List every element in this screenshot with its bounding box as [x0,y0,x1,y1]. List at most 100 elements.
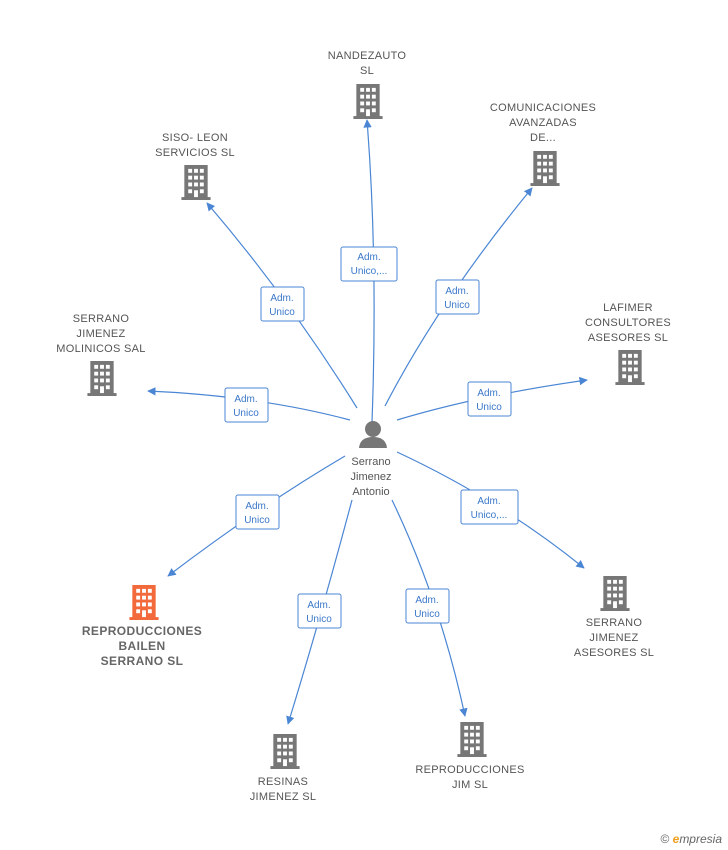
role-line: Unico [244,515,270,526]
company-name-line: CONSULTORES [585,317,671,329]
role-line: Adm. [270,293,293,304]
company-name-line: JIM SL [452,779,488,791]
role-label-resinas: Adm. Unico [297,593,342,629]
role-label-serrano-asesores: Adm. Unico,... [460,489,519,525]
svg-text:Adm.: Adm. [445,286,468,297]
company-name-line: DE... [530,132,556,144]
brand-initial: e [672,832,680,846]
company-name-line: JIMENEZ SL [250,791,317,803]
company-node-reproducciones-jim[interactable]: REPRODUCCIONES JIM SL [415,722,524,791]
role-line: Unico [233,408,259,419]
role-line: Adm. [307,600,330,611]
svg-text:Adm.: Adm. [234,394,257,405]
building-icon [181,165,211,200]
svg-text:ASESORES SL: ASESORES SL [574,647,654,659]
footer-brand[interactable]: © empresia [660,832,722,846]
company-node-siso-leon[interactable]: SISO- LEON SERVICIOS SL [155,132,235,200]
company-name-line: SERVICIOS SL [155,147,235,159]
svg-text:SL: SL [360,65,374,77]
company-name-line: ASESORES SL [588,332,668,344]
svg-text:Adm.: Adm. [477,496,500,507]
svg-text:JIMENEZ: JIMENEZ [76,328,125,340]
role-line: Adm. [234,394,257,405]
person-name-line: Serrano [351,456,390,468]
brand-name: mpresia [679,832,722,846]
svg-text:Adm.: Adm. [307,600,330,611]
svg-text:Adm.: Adm. [415,595,438,606]
role-line: Adm. [477,388,500,399]
svg-text:Unico: Unico [414,609,440,620]
svg-text:DE...: DE... [530,132,556,144]
company-name-line: MOLINICOS SAL [56,343,145,355]
company-node-lafimer[interactable]: LAFIMER CONSULTORES ASESORES SL [585,302,671,385]
company-name-line: AVANZADAS [509,117,577,129]
company-node-reproducciones-bailen[interactable]: REPRODUCCIONES BAILEN SERRANO SL [82,585,202,668]
role-line: Adm. [445,286,468,297]
building-icon [87,361,117,396]
company-name-line: SERRANO SL [101,654,184,668]
svg-text:COMUNICACIONES: COMUNICACIONES [490,102,596,114]
person-name-line: Antonio [352,486,389,498]
svg-text:Unico,...: Unico,... [471,510,508,521]
building-icon [353,84,383,119]
building-icon [615,350,645,385]
building-icon [600,576,630,611]
svg-text:BAILEN: BAILEN [118,639,165,653]
svg-text:Unico,...: Unico,... [351,266,388,277]
role-line: Unico [306,614,332,625]
company-node-resinas[interactable]: RESINAS JIMENEZ SL [250,734,317,803]
svg-text:Serrano: Serrano [351,456,390,468]
company-name-line: SL [360,65,374,77]
svg-text:Adm.: Adm. [245,501,268,512]
role-line: Adm. [357,252,380,263]
person-name-line: Jimenez [351,471,392,483]
svg-text:SERRANO: SERRANO [586,617,643,629]
svg-text:ASESORES SL: ASESORES SL [588,332,668,344]
company-name-line: COMUNICACIONES [490,102,596,114]
company-node-serrano-molinicos[interactable]: SERRANO JIMENEZ MOLINICOS SAL [56,313,145,396]
company-name-line: JIMENEZ [589,632,638,644]
svg-text:SERVICIOS SL: SERVICIOS SL [155,147,235,159]
company-node-nandezauto[interactable]: NANDEZAUTO SL [328,50,407,119]
building-icon [457,722,487,757]
company-node-comunicaciones[interactable]: COMUNICACIONES AVANZADAS DE... [490,102,596,186]
svg-text:AVANZADAS: AVANZADAS [509,117,577,129]
center-person-node[interactable]: Serrano Jimenez Antonio [351,421,392,498]
role-line: Adm. [245,501,268,512]
svg-text:Unico: Unico [306,614,332,625]
svg-text:LAFIMER: LAFIMER [603,302,653,314]
building-icon [530,151,560,186]
svg-text:Adm.: Adm. [477,388,500,399]
role-line: Unico [444,300,470,311]
company-name-line: JIMENEZ [76,328,125,340]
svg-text:RESINAS: RESINAS [258,776,308,788]
company-name-line: RESINAS [258,776,308,788]
svg-text:Unico: Unico [269,307,295,318]
role-label-nandezauto: Adm. Unico,... [340,246,398,282]
company-node-serrano-asesores[interactable]: SERRANO JIMENEZ ASESORES SL [574,576,654,659]
company-name-line: LAFIMER [603,302,653,314]
svg-text:MOLINICOS SAL: MOLINICOS SAL [56,343,145,355]
copyright-symbol: © [660,832,670,846]
role-line: Unico [476,402,502,413]
svg-text:SERRANO SL: SERRANO SL [101,654,184,668]
role-line: Adm. [477,496,500,507]
svg-text:Jimenez: Jimenez [351,471,392,483]
svg-text:Unico: Unico [244,515,270,526]
role-label-serrano-molinicos: Adm. Unico [224,387,269,423]
svg-text:JIMENEZ: JIMENEZ [589,632,638,644]
role-label-reproducciones-jim: Adm. Unico [405,588,450,624]
svg-text:Unico: Unico [233,408,259,419]
role-line: Adm. [415,595,438,606]
role-line: Unico,... [471,510,508,521]
person-icon [359,421,387,448]
svg-text:JIMENEZ SL: JIMENEZ SL [250,791,317,803]
building-icon [270,734,300,769]
company-name-line: REPRODUCCIONES [415,764,524,776]
brand-logo: empresia [673,832,722,846]
company-name-line: BAILEN [118,639,165,653]
svg-text:Adm.: Adm. [270,293,293,304]
role-label-lafimer: Adm. Unico [467,381,512,417]
svg-text:Unico: Unico [476,402,502,413]
